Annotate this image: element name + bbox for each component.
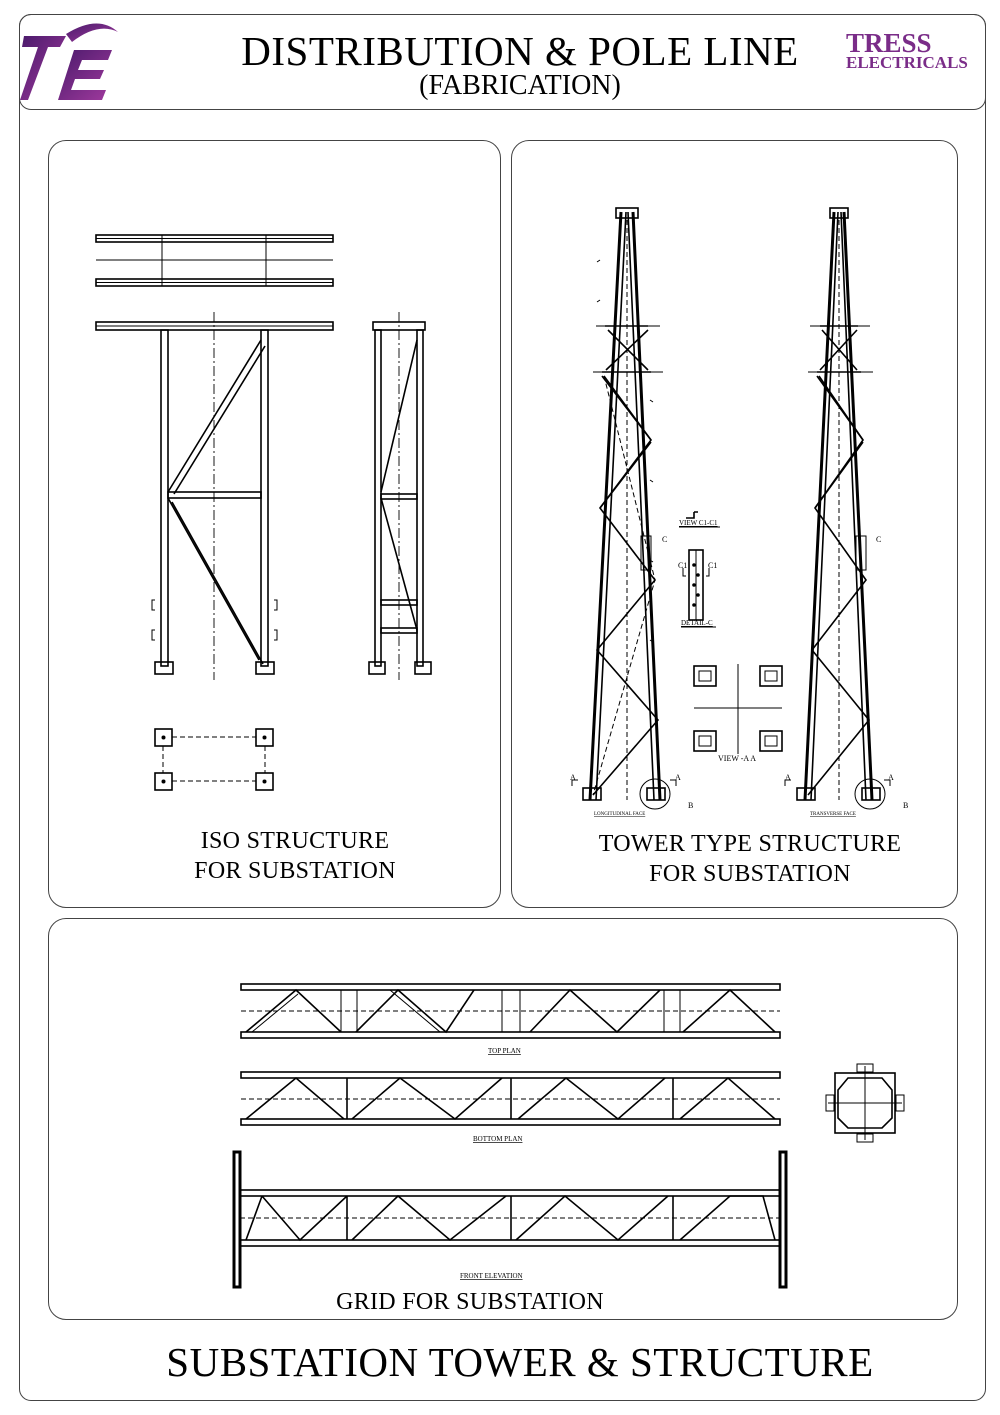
tower-caption-line-2: FOR SUBSTATION [649, 861, 851, 887]
label-b-1: B [688, 801, 693, 810]
label-bottom-plan: BOTTOM PLAN [473, 1135, 522, 1143]
company-logo [20, 23, 118, 100]
footer-title: SUBSTATION TOWER & STRUCTURE [166, 1339, 874, 1385]
grid-top-plan [240, 983, 781, 1039]
label-view-aa: VIEW -A A [718, 754, 756, 763]
grid-panel [48, 918, 958, 1320]
label-b-2: B [903, 801, 908, 810]
grid-cross-section [825, 1063, 905, 1143]
label-longitudinal: LONGITUDINAL FACE [594, 812, 645, 817]
grid-labels: TOP PLAN BOTTOM PLAN FRONT ELEVATION [460, 1047, 523, 1280]
tower-transverse-face [784, 207, 891, 810]
page-subtitle: (FABRICATION) [419, 70, 621, 101]
header-box [19, 14, 986, 110]
grid-front-elevation [232, 1150, 788, 1289]
label-transverse: TRANSVERSE FACE [810, 812, 856, 817]
label-front-elevation: FRONT ELEVATION [460, 1272, 523, 1280]
tower-labels: VIEW C1-C1 DETAIL-C VIEW -A A LONGITUDIN… [570, 519, 908, 817]
label-c-trans: C [876, 535, 881, 544]
iso-side-elevation [368, 312, 432, 680]
grid-bottom-plan [240, 1071, 781, 1126]
brand-name: TRESS ELECTRICALS [846, 28, 986, 73]
label-a-1: A [570, 773, 576, 782]
iso-structure-panel [48, 140, 501, 908]
tower-longitudinal-face [571, 207, 677, 810]
label-c-long: C [662, 535, 667, 544]
iso-caption: ISO STRUCTURE FOR SUBSTATION [150, 826, 440, 886]
iso-base-plan [154, 728, 274, 791]
iso-front-elevation [95, 312, 334, 680]
label-a-3: A [785, 773, 791, 782]
brand-line-2: ELECTRICALS [846, 53, 968, 72]
label-c1-right: C1 [708, 561, 717, 570]
grid-caption: GRID FOR SUBSTATION [336, 1289, 604, 1315]
iso-caption-line-1: ISO STRUCTURE [200, 828, 390, 854]
label-top-plan: TOP PLAN [488, 1047, 521, 1055]
tower-caption: TOWER TYPE STRUCTURE FOR SUBSTATION [580, 829, 920, 889]
brand-line-1: TRESS [846, 28, 932, 58]
iso-caption-line-2: FOR SUBSTATION [194, 858, 396, 884]
label-c1-left: C1 [678, 561, 687, 570]
label-a-4: A [888, 773, 894, 782]
tower-details [679, 511, 783, 754]
label-detail-c: DETAIL-C [681, 619, 713, 627]
tower-caption-line-1: TOWER TYPE STRUCTURE [598, 831, 902, 857]
label-a-2: A [675, 773, 681, 782]
iso-top-plan [95, 234, 334, 287]
label-view-c1: VIEW C1-C1 [679, 519, 718, 527]
tower-structure-panel [511, 140, 958, 908]
page-title: DISTRIBUTION & POLE LINE [241, 28, 799, 74]
